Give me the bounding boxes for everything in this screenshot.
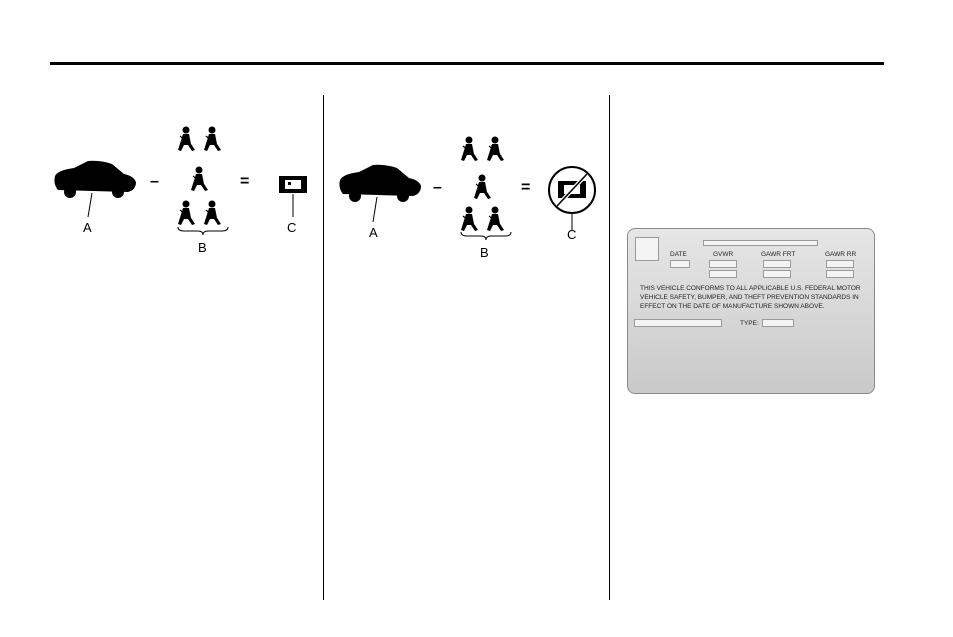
type-field <box>762 319 794 327</box>
callout-c: C <box>287 221 296 234</box>
callout-b: B <box>480 246 489 259</box>
gawr-rr-field-1 <box>826 260 854 268</box>
occupant-icons <box>178 127 221 225</box>
gawr-rr-header: GAWR RR <box>825 251 856 259</box>
occupant-icons <box>461 137 504 231</box>
statement-line-3: EFFECT ON THE DATE OF MANUFACTURE SHOWN … <box>640 303 825 311</box>
type-label: TYPE: <box>740 320 759 328</box>
gvwr-header: GVWR <box>713 251 733 259</box>
gawr-frt-field-2 <box>763 270 791 278</box>
minus-sign: – <box>150 174 159 190</box>
gawr-frt-header: GAWR FRT <box>761 251 795 259</box>
callout-c: C <box>567 228 576 241</box>
car-icon <box>54 161 136 198</box>
date-header: DATE <box>670 251 687 259</box>
gvwr-field-1 <box>709 260 737 268</box>
gawr-rr-field-2 <box>826 270 854 278</box>
header-rule <box>50 62 884 65</box>
logo-box <box>635 237 659 261</box>
equals-sign: = <box>240 174 249 190</box>
figure-graphics <box>50 110 330 270</box>
cargo-icon <box>279 176 307 193</box>
car-icon <box>339 165 421 202</box>
callout-a: A <box>83 221 92 234</box>
load-capacity-figure: – = A B C <box>50 110 330 270</box>
brace <box>178 227 228 235</box>
gawr-frt-field-1 <box>763 260 791 268</box>
certification-label: DATE GVWR GAWR FRT GAWR RR THIS VEHICLE … <box>627 228 875 394</box>
brace <box>461 232 511 240</box>
date-field <box>670 260 690 268</box>
statement-line-1: THIS VEHICLE CONFORMS TO ALL APPLICABLE … <box>640 285 861 293</box>
callout-b: B <box>198 241 207 254</box>
manufacturer-field <box>703 240 818 246</box>
load-capacity-no-cargo-figure: – = A B C <box>335 124 615 284</box>
figure-graphics <box>335 124 615 284</box>
callout-a: A <box>369 226 378 239</box>
vin-field <box>634 319 722 327</box>
no-cargo-icon <box>549 167 595 213</box>
minus-sign: – <box>433 180 442 196</box>
gvwr-field-2 <box>709 270 737 278</box>
equals-sign: = <box>521 180 530 196</box>
statement-line-2: VEHICLE SAFETY, BUMPER, AND THEFT PREVEN… <box>640 294 859 302</box>
